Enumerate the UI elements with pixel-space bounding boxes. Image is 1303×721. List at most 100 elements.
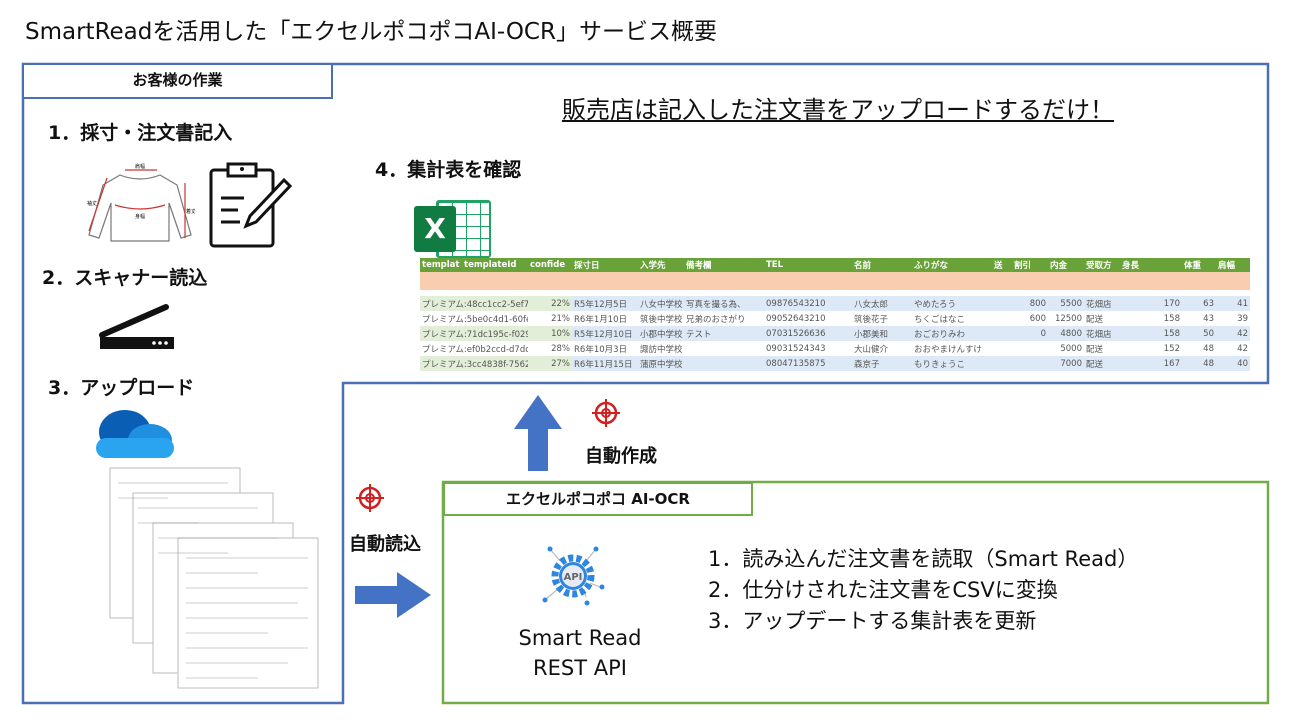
table-cell[interactable]: 諏訪中学校 — [638, 341, 684, 356]
step-1-label: 1．採寸・注文書記入 — [48, 122, 233, 144]
column-header[interactable]: 肩幅 — [1216, 258, 1250, 272]
table-cell[interactable]: 森京子 — [852, 356, 912, 371]
table-row: プレミアム:71dc195c-f029-10%R5年12月10日小郡中学校テスト… — [420, 326, 1250, 341]
table-cell[interactable] — [992, 356, 1012, 371]
column-header[interactable]: 受取方 — [1084, 258, 1120, 272]
table-cell[interactable]: 蒲原中学校 — [638, 356, 684, 371]
step-3-label: 3．アップロード — [48, 377, 195, 399]
table-cell[interactable]: プレミアム:5be0c4d1-60fe — [420, 311, 528, 326]
table-cell[interactable]: もりきょうこ — [912, 356, 992, 371]
table-cell[interactable] — [992, 296, 1012, 311]
table-cell[interactable]: 八女中学校 — [638, 296, 684, 311]
table-cell[interactable]: ちくごはなこ — [912, 311, 992, 326]
table-cell[interactable]: 21% — [528, 311, 572, 326]
table-cell[interactable]: 07031526636 — [764, 326, 852, 341]
table-cell[interactable]: 152 — [1120, 341, 1182, 356]
column-header[interactable]: 身長 — [1120, 258, 1182, 272]
table-cell[interactable]: 筑後花子 — [852, 311, 912, 326]
table-cell[interactable]: 兄弟のおさがり — [684, 311, 764, 326]
table-cell[interactable]: 花畑店 — [1084, 326, 1120, 341]
table-cell[interactable]: プレミアム:ef0b2ccd-d7dd — [420, 341, 528, 356]
table-cell[interactable]: 配送 — [1084, 311, 1120, 326]
table-cell[interactable]: 167 — [1120, 356, 1182, 371]
column-header[interactable]: confide — [528, 258, 572, 272]
table-cell[interactable] — [684, 341, 764, 356]
column-header[interactable]: 体重 — [1182, 258, 1216, 272]
table-cell[interactable]: テスト — [684, 326, 764, 341]
table-cell[interactable]: 小郡美和 — [852, 326, 912, 341]
table-cell[interactable]: 09876543210 — [764, 296, 852, 311]
table-cell[interactable] — [684, 356, 764, 371]
table-cell[interactable]: 170 — [1120, 296, 1182, 311]
column-header[interactable]: ふりがな — [912, 258, 992, 272]
column-header[interactable]: TEL — [764, 258, 852, 272]
column-header[interactable]: templat — [420, 258, 462, 272]
table-cell[interactable]: 花畑店 — [1084, 296, 1120, 311]
table-cell[interactable]: おおやまけんすけ — [912, 341, 992, 356]
table-cell[interactable]: 43 — [1182, 311, 1216, 326]
highlight-row — [420, 272, 1250, 290]
table-cell[interactable] — [992, 311, 1012, 326]
table-cell[interactable]: プレミアム:48cc1cc2-5ef7- — [420, 296, 528, 311]
table-cell[interactable]: R5年12月5日 — [572, 296, 638, 311]
summary-spreadsheet: templat templateId confide 採寸日 入学先 備考欄 T… — [420, 258, 1250, 371]
table-cell[interactable] — [1012, 341, 1048, 356]
table-cell[interactable]: 08047135875 — [764, 356, 852, 371]
table-cell[interactable]: 筑後中学校 — [638, 311, 684, 326]
table-cell[interactable]: 09031524343 — [764, 341, 852, 356]
column-header[interactable]: 入学先 — [638, 258, 684, 272]
table-cell[interactable]: 配送 — [1084, 356, 1120, 371]
table-cell[interactable] — [1012, 356, 1048, 371]
table-row: プレミアム:3cc4838f-7562-27%R6年11月15日蒲原中学校 080… — [420, 356, 1250, 371]
table-cell[interactable]: 4800 — [1048, 326, 1084, 341]
table-cell[interactable]: R5年12月10日 — [572, 326, 638, 341]
table-cell[interactable]: R6年1月10日 — [572, 311, 638, 326]
table-cell[interactable]: 42 — [1216, 326, 1250, 341]
table-cell[interactable]: 12500 — [1048, 311, 1084, 326]
table-cell[interactable]: 5000 — [1048, 341, 1084, 356]
column-header[interactable]: 採寸日 — [572, 258, 638, 272]
table-cell[interactable]: 63 — [1182, 296, 1216, 311]
table-cell[interactable]: プレミアム:3cc4838f-7562- — [420, 356, 528, 371]
table-cell[interactable]: おごおりみわ — [912, 326, 992, 341]
table-cell[interactable]: 配送 — [1084, 341, 1120, 356]
table-cell[interactable]: 42 — [1216, 341, 1250, 356]
column-header[interactable]: 内金 — [1048, 258, 1084, 272]
table-cell[interactable]: プレミアム:71dc195c-f029- — [420, 326, 528, 341]
sweater-label: 着丈 — [186, 208, 195, 215]
table-cell[interactable]: 48 — [1182, 356, 1216, 371]
table-cell[interactable]: 写真を撮る為、 — [684, 296, 764, 311]
table-cell[interactable]: R6年11月15日 — [572, 356, 638, 371]
table-cell[interactable]: 八女太郎 — [852, 296, 912, 311]
table-cell[interactable]: 40 — [1216, 356, 1250, 371]
table-cell[interactable] — [992, 326, 1012, 341]
table-cell[interactable]: 41 — [1216, 296, 1250, 311]
table-cell[interactable]: 小郡中学校 — [638, 326, 684, 341]
table-cell[interactable]: 10% — [528, 326, 572, 341]
table-cell[interactable]: 39 — [1216, 311, 1250, 326]
table-cell[interactable] — [992, 341, 1012, 356]
column-header[interactable]: templateId — [462, 258, 528, 272]
table-cell[interactable]: 28% — [528, 341, 572, 356]
table-cell[interactable]: 09052643210 — [764, 311, 852, 326]
table-cell[interactable]: 0 — [1012, 326, 1048, 341]
column-header[interactable]: 備考欄 — [684, 258, 764, 272]
table-cell[interactable]: 600 — [1012, 311, 1048, 326]
table-cell[interactable]: 800 — [1012, 296, 1048, 311]
table-cell[interactable]: R6年10月3日 — [572, 341, 638, 356]
column-header[interactable]: 割引 — [1012, 258, 1048, 272]
column-header[interactable]: 送 — [992, 258, 1012, 272]
table-cell[interactable]: 22% — [528, 296, 572, 311]
table-cell[interactable]: やめたろう — [912, 296, 992, 311]
table-cell[interactable]: 7000 — [1048, 356, 1084, 371]
ai-ocr-header: エクセルポコポコ AI-OCR — [443, 482, 753, 516]
table-cell[interactable]: 158 — [1120, 311, 1182, 326]
table-cell[interactable]: 大山健介 — [852, 341, 912, 356]
table-cell[interactable]: 50 — [1182, 326, 1216, 341]
table-cell[interactable]: 5500 — [1048, 296, 1084, 311]
table-cell[interactable]: 158 — [1120, 326, 1182, 341]
column-header[interactable]: 名前 — [852, 258, 912, 272]
table-cell[interactable]: 27% — [528, 356, 572, 371]
table-cell[interactable]: 48 — [1182, 341, 1216, 356]
